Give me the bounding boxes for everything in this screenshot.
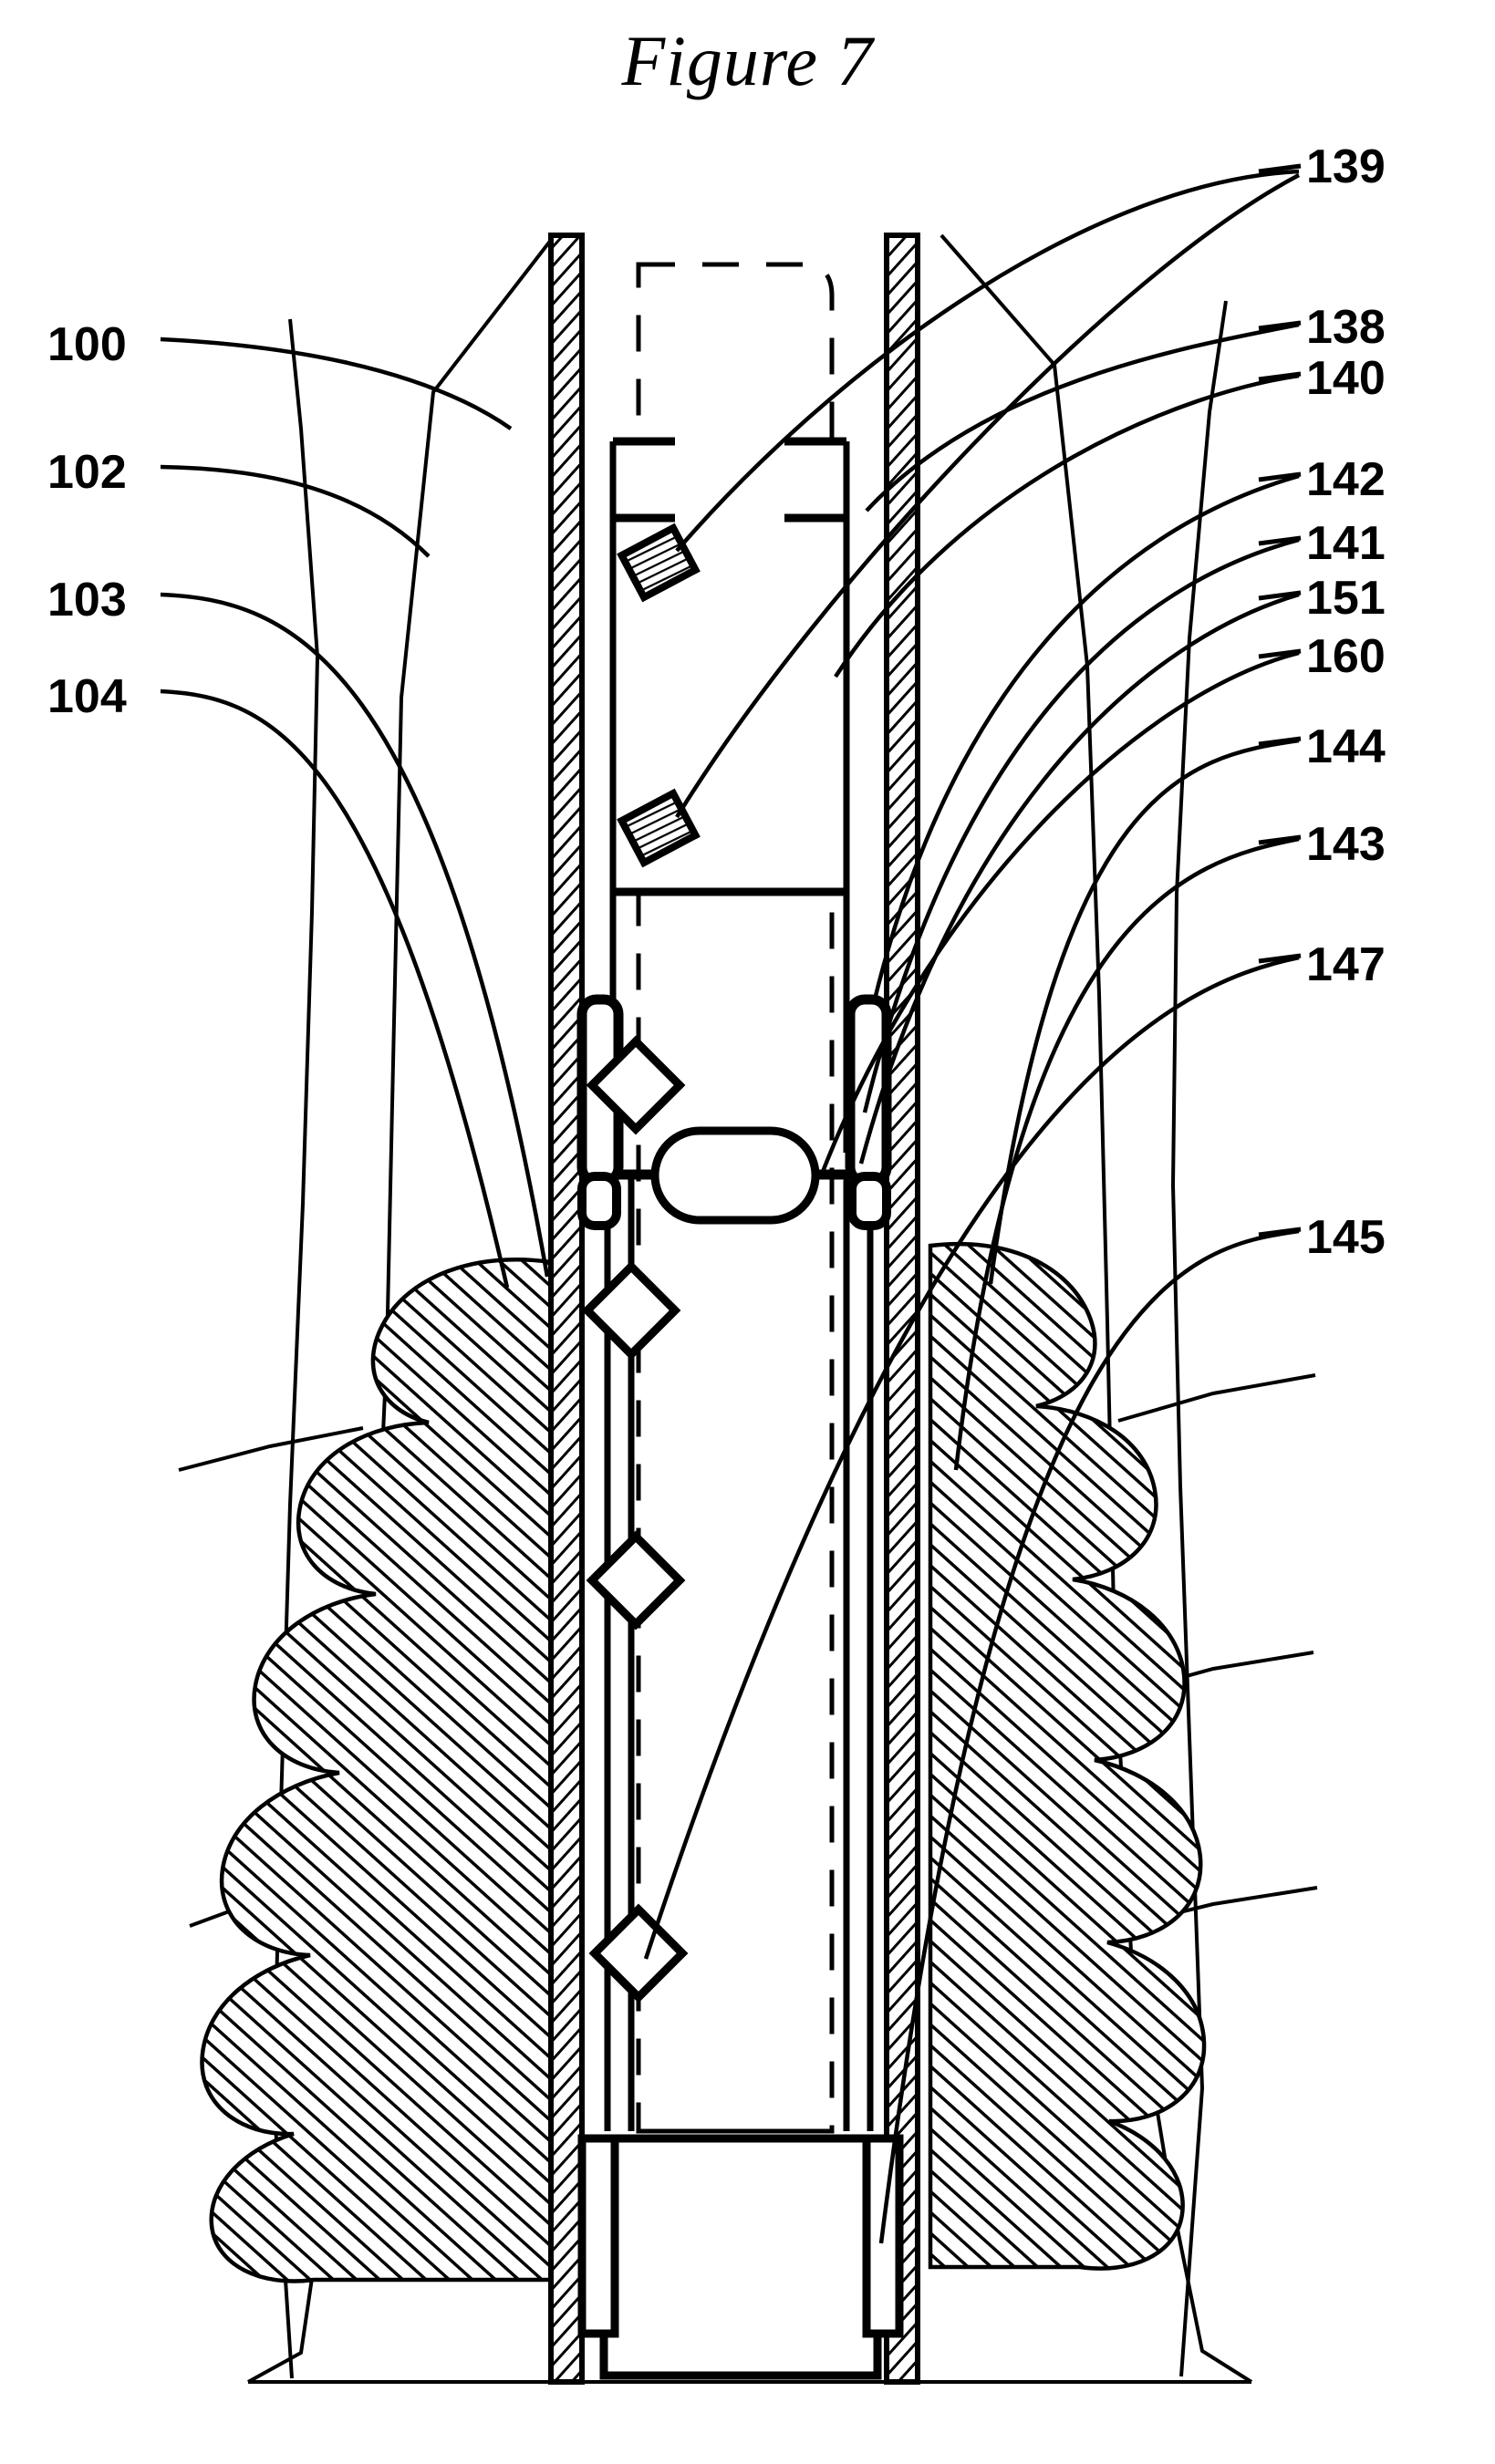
ref-numeral-151: 151 bbox=[1306, 572, 1386, 625]
ref-numeral-102: 102 bbox=[47, 446, 127, 499]
inflatable-chamber bbox=[650, 1126, 820, 1225]
ref-numeral-139: 139 bbox=[1306, 140, 1386, 193]
sensor-diamond-2 bbox=[581, 1260, 681, 1361]
ref-numeral-145: 145 bbox=[1306, 1211, 1386, 1264]
lower-sub-shoulders bbox=[577, 2134, 904, 2338]
fracture-region-left bbox=[200, 1258, 554, 2283]
sensor-diamond-3 bbox=[586, 1530, 686, 1631]
ref-numeral-144: 144 bbox=[1306, 720, 1386, 773]
ref-numeral-141: 141 bbox=[1306, 517, 1386, 570]
fracture-region-right bbox=[928, 1241, 1207, 2271]
packer-shoulder-right bbox=[847, 1172, 891, 1230]
casing-wall-left bbox=[548, 233, 585, 2385]
leader-lines bbox=[160, 169, 1301, 2244]
tool-upper-shoulders bbox=[613, 437, 846, 523]
ref-numeral-138: 138 bbox=[1306, 301, 1386, 354]
packer-shoulder-left bbox=[577, 1172, 621, 1230]
tool-lower-body-right bbox=[843, 1169, 874, 2131]
sensor-module-hatched-upper bbox=[617, 523, 701, 603]
sensor-diamond-1 bbox=[586, 1035, 686, 1135]
ref-numeral-143: 143 bbox=[1306, 818, 1386, 871]
ref-numeral-104: 104 bbox=[47, 670, 127, 723]
ref-numeral-147: 147 bbox=[1306, 938, 1386, 991]
ref-numeral-142: 142 bbox=[1306, 453, 1386, 506]
leader-ticks bbox=[1258, 163, 1302, 1237]
ref-numeral-103: 103 bbox=[47, 574, 127, 626]
ref-numeral-140: 140 bbox=[1306, 352, 1386, 405]
lower-sub bbox=[599, 2134, 882, 2380]
sensor-module-hatched-lower bbox=[617, 788, 701, 868]
sensor-diamond-4 bbox=[588, 1903, 689, 2003]
ref-numeral-100: 100 bbox=[47, 318, 127, 371]
casing-wall-right bbox=[884, 233, 920, 2385]
figure-title: Figure 7 bbox=[621, 21, 874, 100]
ref-numeral-160: 160 bbox=[1306, 630, 1386, 683]
